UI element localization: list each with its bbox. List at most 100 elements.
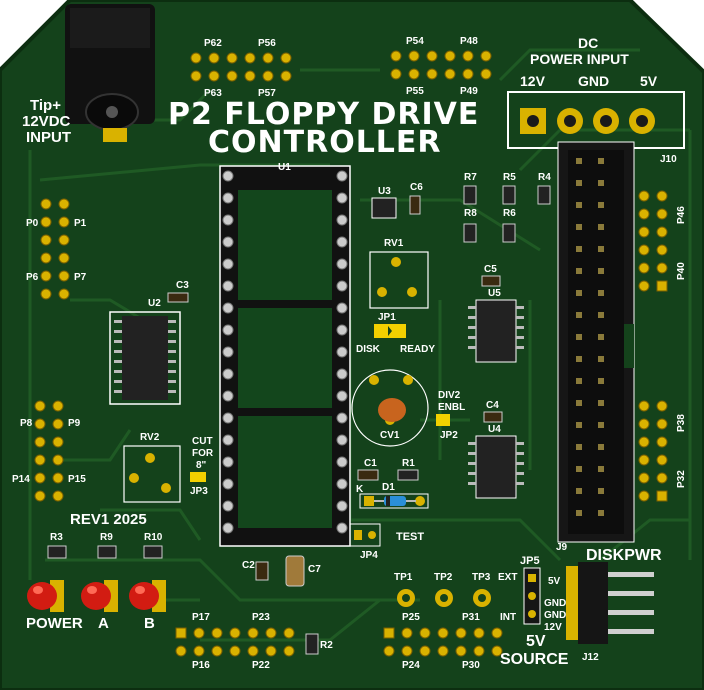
chip-u2 [109, 311, 181, 405]
dc-barrel-jack [65, 4, 155, 142]
pin-label-p30: P30 [462, 660, 480, 671]
resistor-r4 [537, 185, 551, 205]
jp5-source-label: SOURCE [500, 651, 569, 668]
jp4-test-label: TEST [396, 531, 424, 543]
pin-label-p22: P22 [252, 660, 270, 671]
ref-u2: U2 [148, 298, 161, 309]
jp1-ready-label: READY [400, 344, 435, 355]
jp2-enbl-label: ENBL [438, 402, 465, 413]
pin-label-p24: P24 [402, 660, 420, 671]
ref-r3: R3 [50, 532, 63, 543]
ref-j10: J10 [660, 154, 677, 165]
tip-label: Tip+ [30, 97, 61, 114]
dc-pin-gnd-label: GND [578, 73, 609, 89]
trimpot-rv2-pads [129, 453, 171, 493]
socket-u1 [219, 165, 351, 547]
ref-j12: J12 [582, 652, 599, 663]
ref-r9: R9 [100, 532, 113, 543]
board-title-line2: CONTROLLER [208, 125, 442, 160]
input-label: INPUT [26, 129, 71, 146]
header-p8-p15 [34, 400, 64, 502]
header-p48-p55 [390, 50, 492, 80]
pin-label-p38: P38 [676, 414, 687, 432]
ref-c4: C4 [486, 400, 499, 411]
ref-tp1: TP1 [394, 572, 413, 583]
ref-u4: U4 [488, 424, 501, 435]
ref-j9: J9 [556, 542, 568, 553]
jp3-for-label: FOR [192, 448, 214, 459]
ref-tp2: TP2 [434, 572, 453, 583]
ref-r7: R7 [464, 172, 477, 183]
revision-label: REV1 2025 [70, 511, 147, 528]
jumper-jp4 [349, 523, 381, 547]
jp1-disk-label: DISK [356, 344, 381, 355]
led-a [81, 580, 118, 612]
pin-label-p62: P62 [204, 38, 222, 49]
cap-c7 [285, 555, 305, 587]
diskpwr-pin-gnd2-label: GND [544, 610, 566, 621]
ref-tp3: TP3 [472, 572, 491, 583]
pin-label-p54: P54 [406, 36, 424, 47]
ref-rv2: RV2 [140, 432, 160, 443]
ref-u1: U1 [278, 162, 291, 173]
pin-label-p23: P23 [252, 612, 270, 623]
dc-pin-5v-label: 5V [640, 73, 658, 89]
diskpwr-pin-gnd1-label: GND [544, 598, 566, 609]
pin-label-p49: P49 [460, 86, 478, 97]
led-b-label: B [144, 615, 155, 632]
ref-r4: R4 [538, 172, 551, 183]
ref-r8: R8 [464, 208, 477, 219]
resistor-r5 [502, 185, 516, 205]
pin-label-p48: P48 [460, 36, 478, 47]
pin-label-p56: P56 [258, 38, 276, 49]
resistor-r8 [463, 223, 477, 243]
header-p56-p63 [190, 52, 292, 82]
header-p24-p31 [383, 627, 503, 657]
cap-c4 [483, 411, 503, 423]
ref-c7: C7 [308, 564, 321, 575]
cap-c5 [481, 275, 501, 287]
diskpwr-pin-12v-label: 12V [544, 622, 562, 633]
test-point-tp1 [397, 589, 415, 607]
ref-jp2: JP2 [440, 430, 458, 441]
chip-u3 [371, 197, 397, 219]
resistor-r7 [463, 185, 477, 205]
dc-input-title-1: DC [578, 35, 598, 51]
connector-j9 [557, 141, 635, 543]
jumper-jp3 [190, 472, 206, 482]
led-power [27, 580, 64, 612]
jp5-int-label: INT [500, 612, 516, 623]
pin-label-p9: P9 [68, 418, 81, 429]
pin-label-p14: P14 [12, 474, 30, 485]
ref-c2: C2 [242, 560, 255, 571]
header-p16-p23 [175, 627, 295, 657]
ref-r5: R5 [503, 172, 516, 183]
chip-u4 [468, 435, 524, 499]
ref-c5: C5 [484, 264, 497, 275]
ref-r1: R1 [402, 458, 415, 469]
connector-j12 [566, 562, 654, 644]
pin-label-p32: P32 [676, 470, 687, 488]
resistor-r9 [97, 545, 117, 559]
ref-jp3: JP3 [190, 486, 208, 497]
header-p0-p7 [40, 198, 70, 300]
resistor-r10 [143, 545, 163, 559]
led-a-label: A [98, 615, 109, 632]
jp3-8in-label: 8" [196, 460, 207, 471]
ref-c6: C6 [410, 182, 423, 193]
chip-u5 [468, 299, 524, 363]
diode-d1 [359, 493, 429, 509]
ref-u3: U3 [378, 186, 391, 197]
led-power-label: POWER [26, 615, 83, 632]
trimpot-rv2 [123, 445, 181, 503]
pin-label-p55: P55 [406, 86, 424, 97]
ref-r10: R10 [144, 532, 163, 543]
pin-label-p46: P46 [676, 206, 687, 224]
dc-input-title-2: POWER INPUT [530, 51, 629, 67]
jp3-cut-label: CUT [192, 436, 213, 447]
ref-c3: C3 [176, 280, 189, 291]
pin-label-p7: P7 [74, 272, 87, 283]
cap-c6 [409, 195, 421, 215]
cap-c2 [255, 561, 269, 581]
